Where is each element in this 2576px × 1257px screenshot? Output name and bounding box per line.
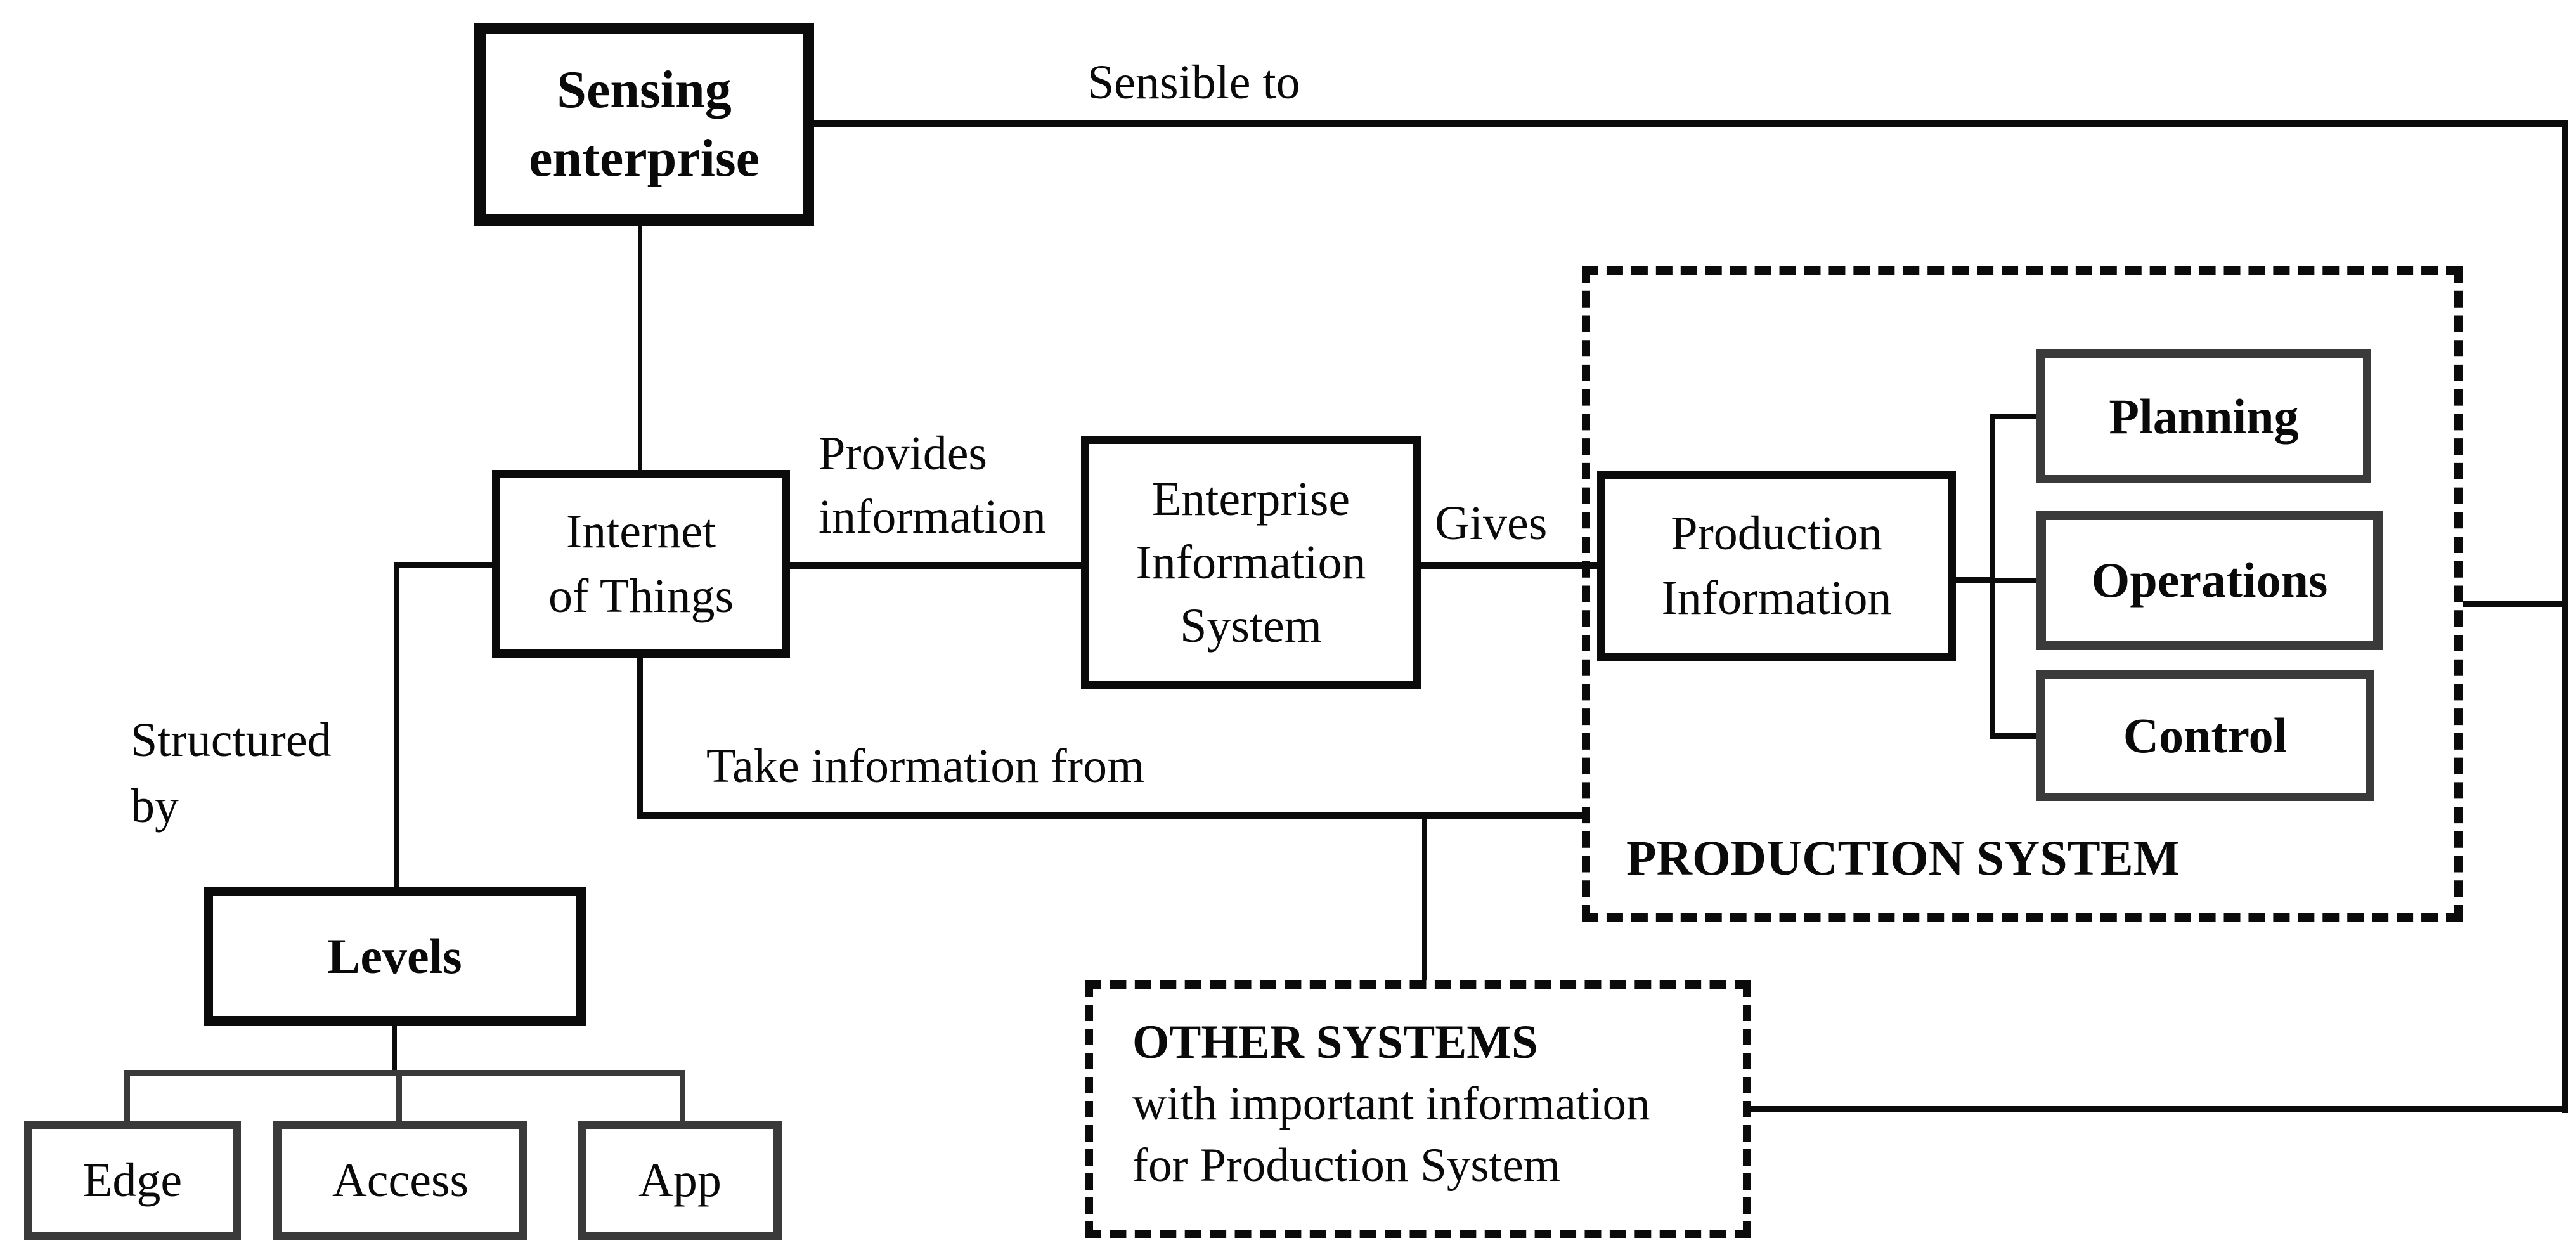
production-system-label: PRODUCTION SYSTEM (1626, 830, 2180, 885)
connector-eis-to-production-information (1420, 562, 1598, 569)
label-take-information-from: Take information from (706, 739, 1145, 793)
connector-production-system-branch (2463, 601, 2568, 607)
label-gives: Gives (1435, 497, 1548, 550)
connector-other-systems-horizontal (1751, 1106, 2568, 1112)
label-sensible-to: Sensible to (1087, 56, 1300, 109)
box-app: App (578, 1121, 782, 1240)
connector-stub-operations (1995, 578, 2036, 583)
other-systems-title: OTHER SYSTEMS (1132, 1016, 1538, 1069)
connector-iot-left (396, 562, 493, 568)
container-production-system: PRODUCTION SYSTEM (1582, 266, 2463, 922)
connector-iot-to-eis (790, 562, 1082, 569)
container-other-systems: OTHER SYSTEMS with important information… (1085, 980, 1751, 1238)
connector-fan-vertical (1990, 414, 1995, 739)
box-production-information: Production Information (1597, 471, 1956, 661)
box-edge: Edge (24, 1121, 241, 1240)
box-levels: Levels (204, 887, 586, 1026)
connector-drop-app (680, 1070, 685, 1121)
other-systems-text: OTHER SYSTEMS with important information… (1132, 1012, 1650, 1196)
box-access: Access (273, 1121, 527, 1240)
other-systems-line2: with important information (1132, 1078, 1650, 1130)
box-enterprise-information-system: Enterprise Information System (1081, 436, 1421, 689)
box-internet-of-things: Internet of Things (492, 470, 790, 658)
label-provides-information: Provides information (819, 427, 1046, 544)
box-sensing-enterprise: Sensing enterprise (474, 23, 814, 226)
connector-structured-by-vertical (394, 562, 399, 887)
label-structured-by: Structured by (131, 713, 332, 833)
connector-levels-stem (392, 1024, 397, 1072)
box-operations: Operations (2036, 511, 2383, 650)
box-control: Control (2036, 670, 2374, 801)
connector-production-information-out (1955, 577, 1995, 583)
connector-drop-edge (124, 1070, 130, 1121)
box-planning: Planning (2036, 349, 2371, 483)
connector-right-vertical (2562, 120, 2568, 1113)
connector-sensing-to-iot (638, 225, 642, 471)
connector-drop-access (396, 1070, 402, 1121)
connector-levels-distributor (124, 1070, 685, 1076)
connector-sensible-to-horizontal (814, 120, 2568, 127)
connector-take-information (637, 812, 1582, 819)
connector-stub-planning (1995, 414, 2036, 419)
other-systems-line3: for Production System (1132, 1139, 1560, 1192)
connector-iot-down (637, 656, 643, 818)
connector-stub-control (1995, 733, 2036, 739)
connector-to-other-systems (1422, 819, 1427, 980)
